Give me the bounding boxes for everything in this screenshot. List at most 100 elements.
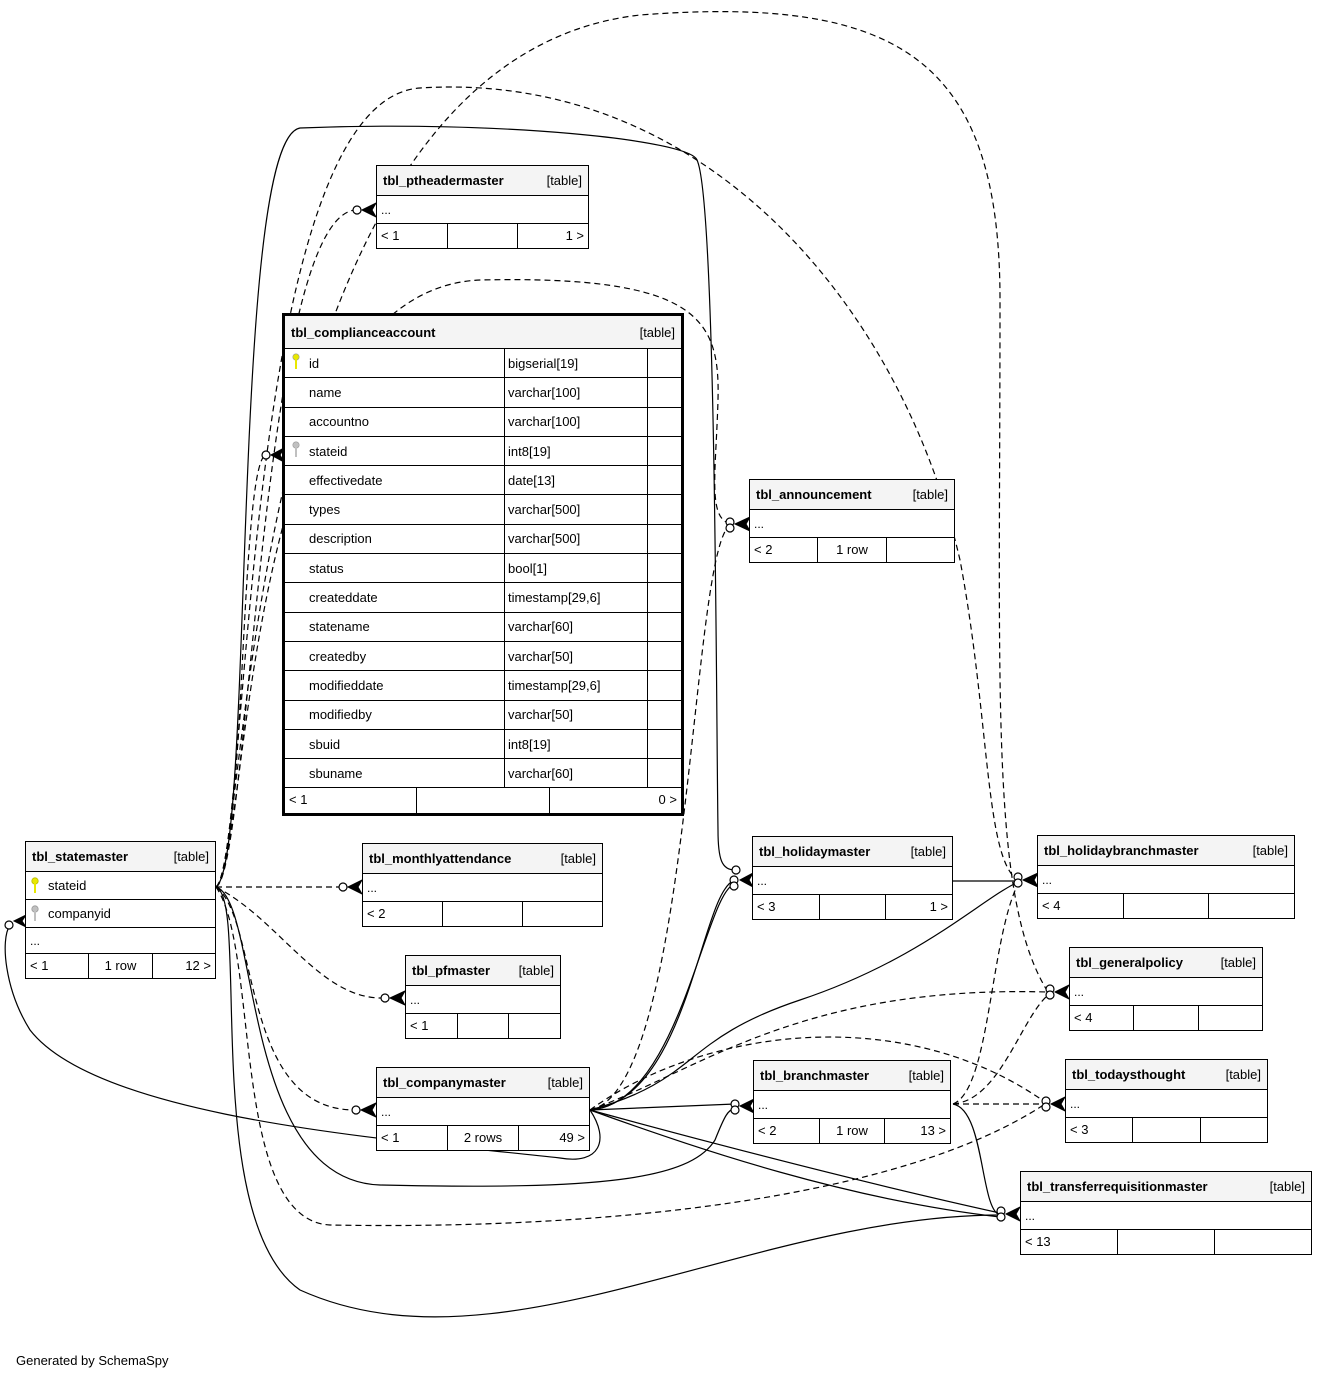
children-count[interactable]: 1 > bbox=[929, 899, 949, 914]
parents-count[interactable]: < 4 bbox=[1038, 894, 1124, 918]
table-monthlyattendance[interactable]: tbl_monthlyattendance[table] ... < 2 bbox=[362, 843, 603, 927]
table-type-tag: [table] bbox=[560, 851, 596, 866]
table-footer: < 1 1 > bbox=[377, 224, 588, 248]
table-footer: < 3 bbox=[1066, 1118, 1267, 1142]
parents-count[interactable]: < 13 bbox=[1021, 1230, 1118, 1254]
table-name: tbl_statemaster bbox=[32, 849, 129, 864]
column-name: status bbox=[309, 560, 344, 576]
parents-count[interactable]: < 4 bbox=[1070, 1006, 1135, 1030]
children-count[interactable] bbox=[887, 538, 954, 562]
column-name: sbuname bbox=[309, 765, 363, 781]
children-count[interactable] bbox=[1215, 1230, 1311, 1254]
edge-branchmaster-transferrequisitionmaster bbox=[952, 1103, 1001, 1216]
row-count bbox=[1124, 894, 1210, 918]
children-count[interactable]: 1 > bbox=[565, 228, 585, 243]
children-count[interactable] bbox=[523, 902, 602, 926]
columns-ellipsis: ... bbox=[753, 867, 952, 895]
table-type-tag: [table] bbox=[910, 844, 946, 859]
column-type: varchar[100] bbox=[505, 378, 648, 407]
parents-count[interactable]: < 3 bbox=[753, 895, 820, 919]
parents-count[interactable]: < 1 bbox=[377, 1126, 448, 1150]
row-count bbox=[1118, 1230, 1215, 1254]
column-name-cell: sbuname bbox=[285, 759, 505, 788]
table-todaysthought[interactable]: tbl_todaysthought[table] ... < 3 bbox=[1065, 1059, 1268, 1143]
column-name-cell: types bbox=[285, 495, 505, 524]
parents-count[interactable]: < 3 bbox=[1066, 1118, 1134, 1142]
columns-ellipsis: ... bbox=[363, 874, 602, 902]
column-name: id bbox=[309, 355, 320, 371]
table-pfmaster[interactable]: tbl_pfmaster[table] ... < 1 bbox=[405, 955, 561, 1039]
table-header: tbl_todaysthought[table] bbox=[1066, 1060, 1267, 1090]
column-name: accountno bbox=[309, 414, 369, 430]
columns-ellipsis: ... bbox=[754, 1091, 950, 1119]
column-extra-cell bbox=[648, 613, 681, 641]
table-name: tbl_announcement bbox=[756, 487, 872, 502]
table-holidaybranchmaster[interactable]: tbl_holidaybranchmaster[table] ... < 4 bbox=[1037, 835, 1295, 919]
children-count[interactable]: 13 > bbox=[920, 1123, 947, 1138]
table-name: tbl_ptheadermaster bbox=[383, 173, 504, 188]
table-footer: < 2 bbox=[363, 902, 602, 926]
column-name: modifiedby bbox=[309, 707, 372, 723]
parents-count[interactable]: < 1 bbox=[406, 1014, 458, 1038]
table-statemaster[interactable]: tbl_statemaster[table] stateid companyid… bbox=[25, 841, 216, 979]
foreign-key-icon bbox=[291, 441, 309, 462]
marker-statemaster bbox=[4, 920, 14, 930]
table-type-tag: [table] bbox=[173, 849, 209, 864]
row-count bbox=[448, 224, 519, 248]
parents-count[interactable]: < 2 bbox=[754, 1119, 820, 1143]
edge-companymaster-generalpolicy bbox=[589, 990, 1049, 1111]
parents-count[interactable]: < 1 bbox=[285, 788, 418, 814]
column-extra-cell bbox=[648, 730, 681, 758]
columns-ellipsis: ... bbox=[1038, 866, 1294, 894]
children-count[interactable] bbox=[1201, 1118, 1267, 1142]
table-name: tbl_generalpolicy bbox=[1076, 955, 1183, 970]
table-transferrequisitionmaster[interactable]: tbl_transferrequisitionmaster[table] ...… bbox=[1020, 1171, 1312, 1255]
parents-count[interactable]: < 1 bbox=[377, 224, 448, 248]
table-header: tbl_announcement[table] bbox=[750, 480, 954, 510]
table-type-tag: [table] bbox=[1220, 955, 1256, 970]
row-count bbox=[458, 1014, 510, 1038]
children-count[interactable]: 0 > bbox=[658, 792, 677, 808]
children-count[interactable] bbox=[1199, 1006, 1262, 1030]
edge-statemaster-pfmaster bbox=[215, 886, 385, 999]
column-type: varchar[50] bbox=[505, 700, 648, 729]
children-count[interactable]: 12 > bbox=[185, 958, 211, 973]
table-generalpolicy[interactable]: tbl_generalpolicy [table] ... < 4 bbox=[1069, 947, 1263, 1031]
table-header: tbl_monthlyattendance[table] bbox=[363, 844, 602, 874]
parents-count[interactable]: < 1 bbox=[26, 954, 90, 978]
children-count[interactable] bbox=[1209, 894, 1294, 918]
table-header: tbl_complianceaccount[table] bbox=[285, 316, 681, 349]
column-extra-cell bbox=[648, 701, 681, 729]
column-type: varchar[500] bbox=[505, 495, 648, 524]
row-count: 2 rows bbox=[448, 1126, 519, 1150]
children-count[interactable]: 49 > bbox=[559, 1130, 585, 1145]
column-type: varchar[60] bbox=[505, 759, 648, 788]
arrow-generalpolicy bbox=[1053, 983, 1071, 1001]
edge-statemaster-generalpolicy bbox=[215, 11, 1049, 993]
column-name: description bbox=[309, 531, 372, 547]
edge-branchmaster-generalpolicy bbox=[952, 994, 1049, 1105]
parents-count[interactable]: < 2 bbox=[363, 902, 443, 926]
column-name-cell: createddate bbox=[285, 583, 505, 612]
arrow-complianceaccount bbox=[269, 446, 286, 464]
column-type: date[13] bbox=[505, 466, 648, 495]
columns-ellipsis: ... bbox=[1070, 978, 1262, 1006]
table-type-tag: [table] bbox=[1269, 1179, 1305, 1194]
table-footer: < 4 bbox=[1038, 894, 1294, 918]
column-type: varchar[60] bbox=[505, 612, 648, 641]
parents-count[interactable]: < 2 bbox=[750, 538, 819, 562]
table-header: tbl_generalpolicy [table] bbox=[1070, 948, 1262, 978]
table-type-tag: [table] bbox=[518, 963, 554, 978]
children-count[interactable] bbox=[509, 1014, 560, 1038]
